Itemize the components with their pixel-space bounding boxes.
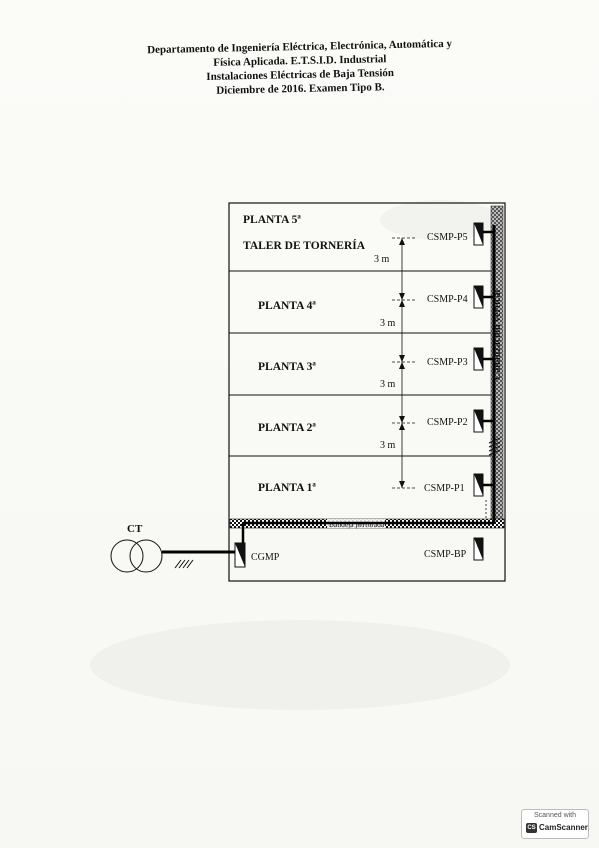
floor-1-label: PLANTA 1ª (258, 482, 316, 494)
height-label-4-3: 3 m (380, 318, 396, 329)
panel-csmp-bp-icon (473, 537, 484, 561)
height-label-2-1: 3 m (380, 440, 396, 451)
panel-csmp-p2-label: CSMP-P2 (427, 417, 468, 428)
dimension-arrowheads (399, 238, 405, 488)
camscanner-watermark: Scanned with CS CamScanner (521, 809, 589, 839)
height-label-5-4: 3 m (374, 254, 390, 265)
camscanner-logo-icon: CS (526, 823, 537, 833)
panel-csmp-p3-label: CSMP-P3 (427, 357, 468, 368)
panel-cgmp-label: CGMP (251, 552, 280, 563)
transformer-cable-hatch (174, 559, 194, 569)
height-dimension-lines (392, 237, 416, 489)
panel-csmp-p3-icon (473, 347, 494, 371)
panel-csmp-p2-icon (473, 409, 494, 433)
floor-2-label: PLANTA 2ª (258, 422, 316, 434)
watermark-scanned-with: Scanned with (533, 812, 577, 819)
floor-5-label: PLANTA 5ª (243, 214, 301, 226)
watermark-brand: CamScanner (539, 823, 588, 832)
building-outline (228, 202, 506, 582)
panel-symbols (234, 222, 494, 568)
transformer-icon (110, 539, 163, 573)
floor-5-subtitle: TALER DE TORNERÍA (243, 238, 366, 252)
transformer-label: CT (127, 523, 143, 535)
panel-csmp-p5-label: CSMP-P5 (427, 232, 468, 243)
tray-label: Bandeja perforada (329, 520, 385, 529)
cable-hatch-marks (488, 437, 501, 456)
floor-3-label: PLANTA 3ª (258, 361, 316, 373)
panel-csmp-p4-icon (473, 285, 494, 309)
vertical-channel-label: Canalización vertical (492, 290, 503, 380)
height-label-3-2: 3 m (380, 379, 396, 390)
panel-cgmp-icon (234, 542, 246, 568)
panel-csmp-p5-icon (473, 222, 494, 246)
panel-csmp-p1-label: CSMP-P1 (424, 483, 465, 494)
panel-csmp-bp-label: CSMP-BP (424, 549, 467, 560)
panel-csmp-p1-icon (473, 473, 494, 497)
panel-csmp-p4-label: CSMP-P4 (427, 294, 468, 305)
floor-4-label: PLANTA 4ª (258, 300, 316, 312)
